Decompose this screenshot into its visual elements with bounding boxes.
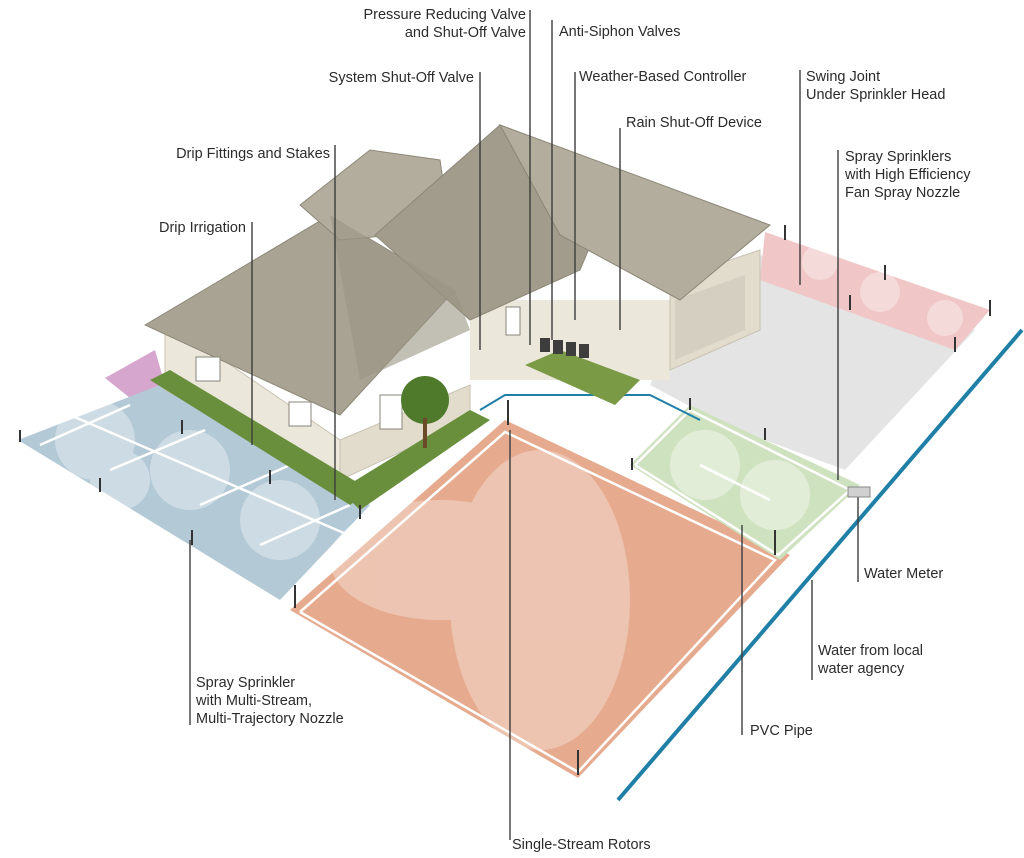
label-water-agency: Water from local water agency — [818, 643, 924, 677]
green-lawn — [630, 405, 860, 560]
water-main-line — [616, 328, 1024, 802]
pink-strip — [760, 232, 990, 350]
house — [143, 124, 771, 481]
plant-beds — [150, 350, 640, 510]
blue-lawn — [18, 385, 370, 600]
label-pressure-reducing-valve: Pressure Reducing Valve and Shut-Off Val… — [363, 7, 526, 41]
label-rain-shutoff: Rain Shut-Off Device — [626, 115, 762, 131]
label-drip-fittings: Drip Fittings and Stakes — [176, 146, 330, 162]
label-swing-joint: Swing Joint Under Sprinkler Head — [806, 69, 946, 103]
valve-manifold — [540, 338, 589, 358]
sprinkler-heads — [19, 225, 991, 775]
label-drip-irrigation: Drip Irrigation — [158, 220, 246, 236]
water-meter — [847, 486, 871, 498]
label-single-stream-rotors: Single-Stream Rotors — [512, 837, 651, 853]
label-anti-siphon-valves: Anti-Siphon Valves — [559, 24, 681, 40]
label-system-shutoff-valve: System Shut-Off Valve — [328, 70, 474, 86]
label-spray-multistream: Spray Sprinkler with Multi-Stream, Multi… — [196, 675, 344, 727]
label-pvc-pipe: PVC Pipe — [750, 723, 813, 739]
purple-strip — [105, 350, 165, 398]
label-weather-controller: Weather-Based Controller — [579, 69, 747, 85]
label-water-meter: Water Meter — [864, 566, 944, 582]
label-spray-sprinklers-he: Spray Sprinklers with High Efficiency Fa… — [845, 149, 971, 201]
